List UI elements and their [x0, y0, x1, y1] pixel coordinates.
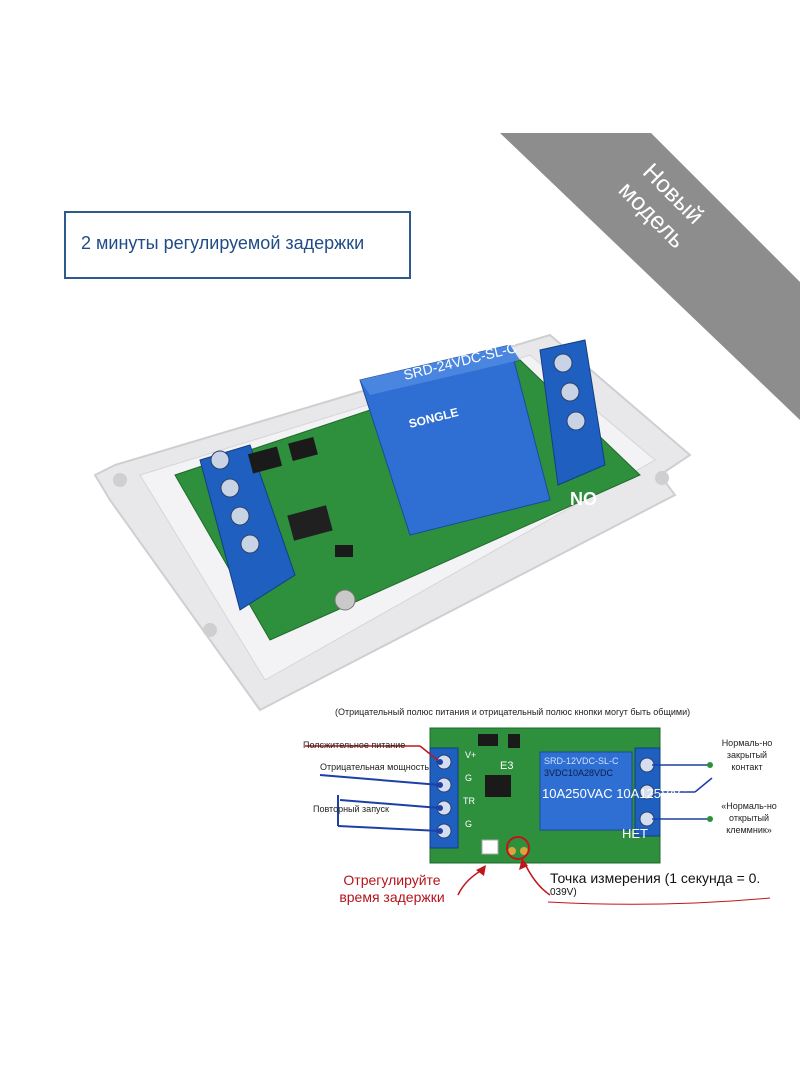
diagram-note: (Отрицательный полюс питания и отрицател…: [335, 707, 691, 717]
diagram-relay: [539, 751, 633, 831]
page-title: 2 минуты регулируемой задержки: [81, 233, 365, 253]
pin-label-g1: G: [465, 773, 473, 783]
label-normally-open: «Нормаль-но открытый клеммник»: [721, 801, 777, 835]
label-retrigger: Повторный запуск: [313, 804, 389, 814]
diagram-relay-rating1: 3VDC10A28VDC: [544, 768, 614, 778]
diagram-relay-rating2: 10A250VAC 10A125VAC: [542, 786, 687, 801]
pin-label-g2: G: [465, 819, 473, 829]
net-label: НЕТ: [622, 826, 648, 841]
wiring-diagram: [305, 727, 771, 905]
title-box: 2 минуты регулируемой задержки: [64, 211, 411, 279]
product-photo: SRD-24VDC-SL-C SONGLE NO: [93, 333, 692, 712]
label-positive-power: Полсжительное питание: [303, 740, 406, 750]
e3-label: E3: [500, 760, 514, 772]
label-negative-power: Отрицательная мощность: [320, 762, 430, 772]
new-model-badge: Новый модель: [588, 131, 736, 279]
pin-label-tr: TR: [463, 796, 475, 806]
diagram-relay-model: SRD-12VDC-SL-C: [544, 756, 619, 766]
measure-point-label-2: 039V): [550, 887, 577, 898]
no-label: NO: [570, 489, 597, 509]
adjust-line2: время задержки: [339, 889, 445, 905]
adjust-delay-label: Отрегулируйте время задержки: [322, 872, 462, 906]
pin-label-vplus: V+: [465, 750, 477, 760]
label-normally-closed: Нормаль-но закрытый контакт: [721, 738, 773, 772]
measure-point-label: Точка измерения (1 секунда = 0.: [550, 870, 761, 886]
adjust-line1: Отрегулируйте: [343, 872, 441, 888]
